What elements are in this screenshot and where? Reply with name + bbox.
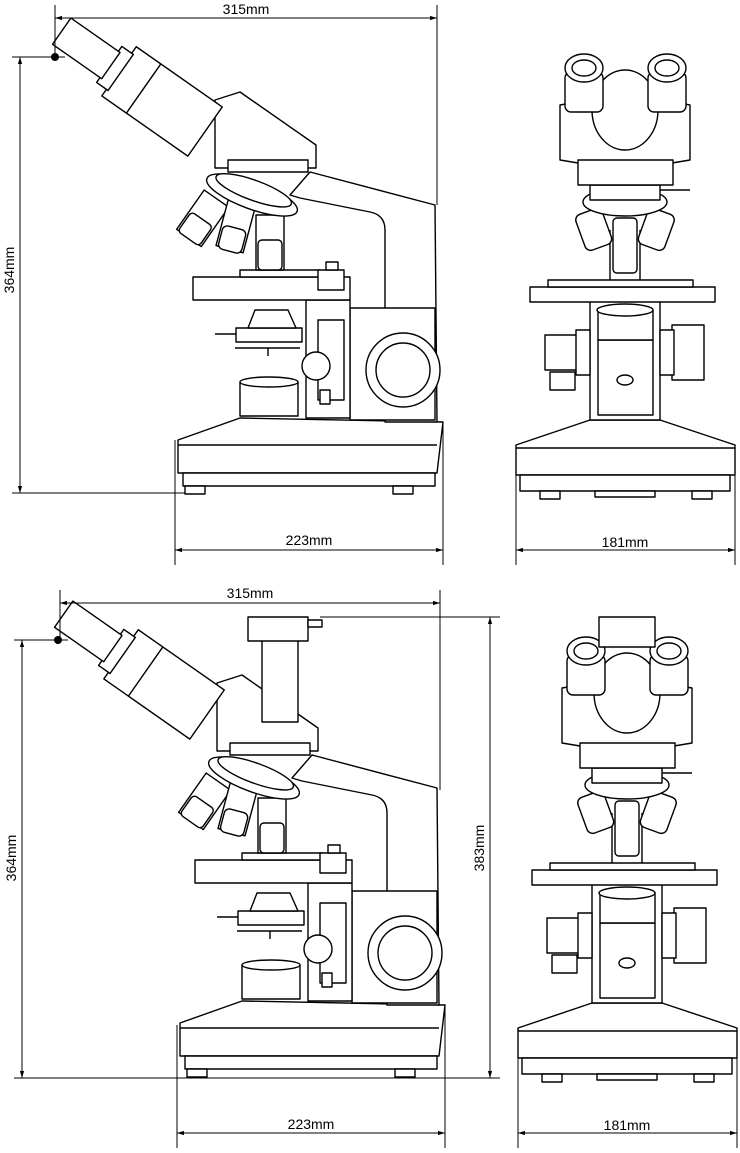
bottom-depth-label: 223mm	[288, 1116, 335, 1132]
top-depth-label: 223mm	[286, 532, 333, 548]
top-width-label: 315mm	[223, 1, 270, 17]
top-height-label: 364mm	[1, 247, 17, 294]
top-front-view	[515, 53, 736, 500]
top-front-width-label: 181mm	[602, 534, 649, 550]
camera-tube-side	[247, 616, 323, 723]
bottom-height-label: 364mm	[3, 835, 19, 882]
bottom-total-height-label: 383mm	[471, 825, 487, 872]
camera-tube-front	[598, 616, 656, 648]
bottom-front-width-label: 181mm	[604, 1117, 651, 1133]
bottom-width-label: 315mm	[227, 585, 274, 601]
top-side-view	[43, 5, 444, 495]
bottom-front-view	[517, 636, 738, 1083]
bottom-side-view	[45, 588, 446, 1078]
